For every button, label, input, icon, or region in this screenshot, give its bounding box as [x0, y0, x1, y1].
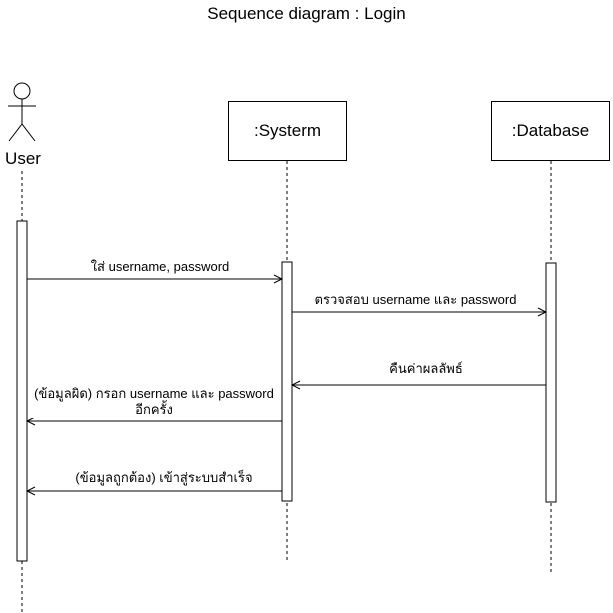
message-4-label: (ข้อมูลผิด) กรอก username และ password อ… — [28, 386, 280, 418]
database-lifeline-box: :Database — [491, 101, 610, 161]
message-4-label-line-1: (ข้อมูลผิด) กรอก username และ password — [34, 386, 274, 401]
message-4-label-line-2: อีกครั้ง — [135, 402, 173, 417]
message-5-label: (ข้อมูลถูกต้อง) เข้าสู่ระบบสำเร็จ — [72, 470, 256, 486]
message-2-label: ตรวจสอบ username และ password — [293, 292, 538, 308]
message-1-label: ใส่ username, password — [72, 259, 248, 275]
database-activation-bar — [545, 262, 557, 503]
user-actor-icon — [8, 82, 36, 142]
system-activation-bar — [281, 261, 293, 502]
system-lifeline-box: :Systerm — [228, 101, 347, 161]
message-3-label: คืนค่าผลลัพธ์ — [380, 361, 472, 377]
user-actor-label: User — [5, 149, 41, 168]
database-lifeline-label: :Database — [511, 121, 590, 140]
user-activation-bar — [16, 220, 28, 562]
system-lifeline-label: :Systerm — [253, 121, 322, 140]
diagram-title: Sequence diagram : Login — [207, 4, 406, 23]
